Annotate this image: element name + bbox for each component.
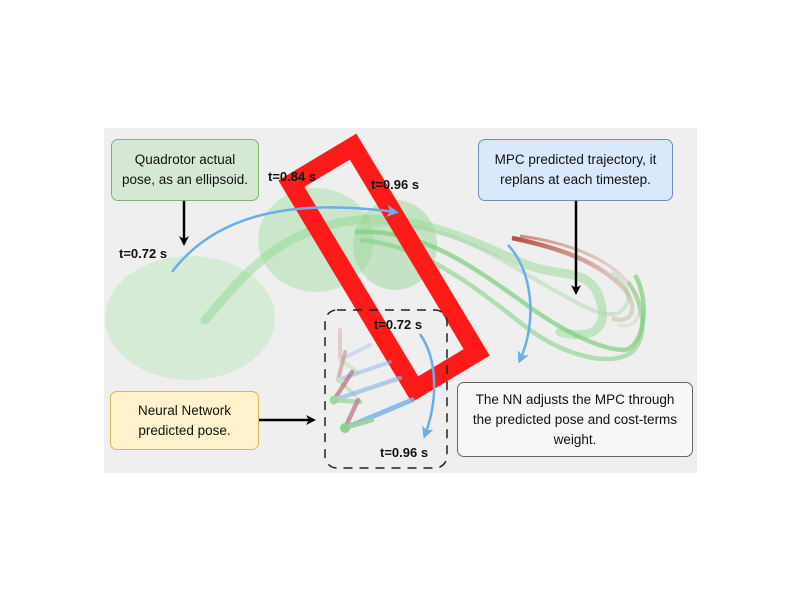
pose-frame-4	[342, 397, 415, 431]
time-label-t072-inset: t=0.72 s	[374, 317, 423, 332]
nn-pose-box: Neural Network predicted pose.	[110, 391, 259, 450]
nn-adjusts-text-end: pose and cost-terms weight.	[551, 411, 678, 447]
gate	[278, 133, 490, 403]
nn-adjusts-box: The NN adjusts the MPC through the predi…	[457, 382, 693, 457]
nn-adjusts-text: The NN adjusts the MPC through the predi…	[466, 390, 684, 450]
nn-pose-inset	[324, 309, 448, 469]
trajectory-green-3	[364, 222, 631, 317]
pose-ellipsoid-large	[105, 256, 275, 380]
trajectory-faded	[200, 214, 608, 340]
mpc-trajectory-box: MPC predicted trajectory, it replans at …	[478, 139, 673, 201]
time-label-t084: t=0.84 s	[268, 169, 317, 184]
time-arrow-inset	[418, 333, 436, 439]
nn-adjusts-text-highlight: predicted	[495, 411, 551, 427]
trajectory-mpc-red-2	[519, 234, 641, 328]
trajectory-mpc-red	[511, 235, 635, 322]
predicted-pose-frames	[329, 328, 415, 433]
quadrotor-pose-box: Quadrotor actual pose, as an ellipsoid.	[111, 139, 259, 201]
quadrotor-pose-text: Quadrotor actual pose, as an ellipsoid.	[121, 152, 249, 187]
time-label-t096-top: t=0.96 s	[371, 177, 420, 192]
mpc-trajectory-text: MPC predicted trajectory, it replans at …	[494, 152, 657, 187]
trajectory-green-2	[359, 237, 645, 362]
nn-adjusts-text-start: The NN adjusts the MPC through the	[472, 391, 675, 427]
nn-pose-text: Neural Network predicted pose.	[137, 402, 232, 438]
time-arrow-top	[171, 204, 399, 273]
mpc-replan-arrow	[507, 244, 532, 364]
time-label-t096-inset: t=0.96 s	[380, 445, 429, 460]
time-label-t072-top: t=0.72 s	[119, 246, 168, 261]
